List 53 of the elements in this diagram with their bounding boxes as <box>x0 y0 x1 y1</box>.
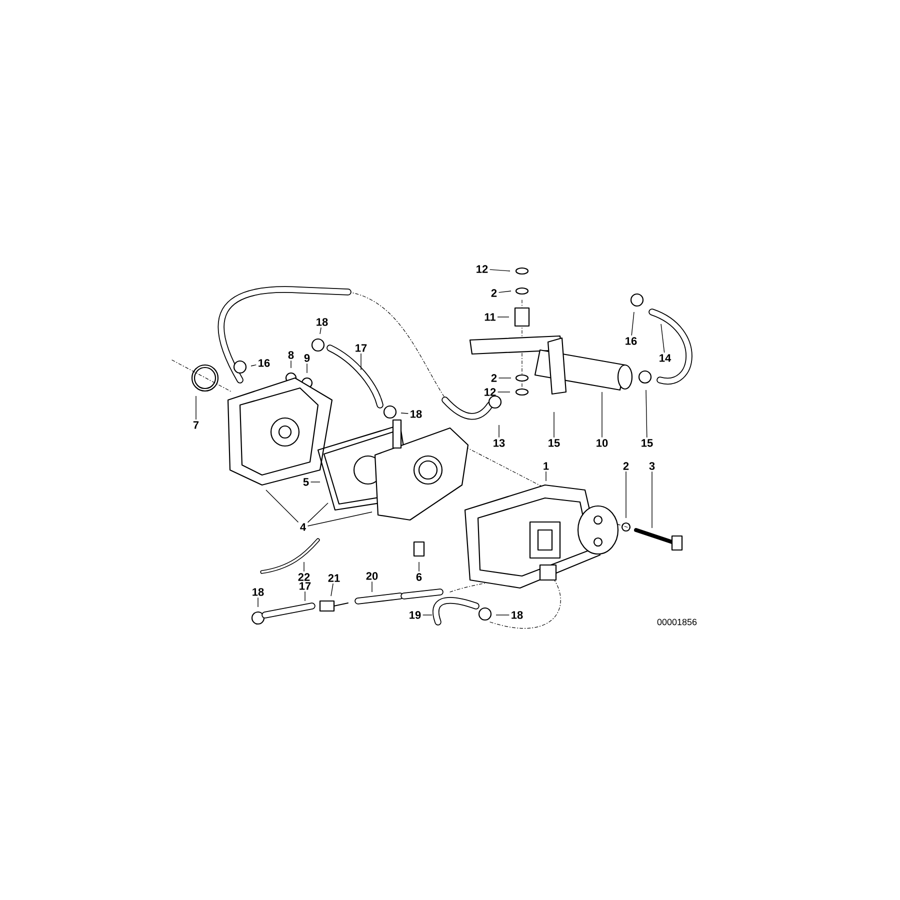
callout-number: 2 <box>491 374 497 382</box>
callout-number: 19 <box>410 611 421 619</box>
leader-line <box>489 269 510 272</box>
callout-number: 14 <box>660 354 672 362</box>
callout-number: 18 <box>252 588 264 596</box>
leader-line <box>422 614 432 616</box>
callout-number: 18 <box>512 611 523 619</box>
drawing-number: 00001856 <box>657 618 697 626</box>
leader-line <box>497 316 510 318</box>
leader-line <box>306 363 308 374</box>
callout-number: 15 <box>642 439 653 447</box>
callout-number: 8 <box>288 351 294 359</box>
callout-number: 22 <box>298 573 310 581</box>
callout-number: 12 <box>476 265 488 273</box>
callout-number: 18 <box>316 318 328 326</box>
callout-number: 2 <box>491 289 497 297</box>
leader-line <box>330 583 334 596</box>
leader-line <box>400 412 409 414</box>
callout-number: 20 <box>366 572 378 580</box>
leader-line <box>320 327 322 334</box>
leader-line <box>250 364 257 366</box>
leader-line <box>304 591 306 602</box>
leader-line <box>496 614 510 616</box>
callout-number: 9 <box>304 354 310 362</box>
callout-number: 21 <box>328 574 340 582</box>
callout-number: 16 <box>626 337 637 345</box>
callout-number: 3 <box>649 462 655 470</box>
callout-number: 16 <box>258 359 270 367</box>
callout-number: 18 <box>410 410 422 418</box>
leader-line <box>266 490 299 523</box>
leader-line <box>498 424 500 438</box>
leader-line <box>418 562 420 572</box>
callout-number: 6 <box>416 573 422 581</box>
leader-line <box>360 353 362 370</box>
leader-line <box>631 312 634 336</box>
callout-number: 2 <box>623 462 629 470</box>
callout-number: 12 <box>484 388 496 396</box>
callout-number: 7 <box>193 421 199 429</box>
callout-number: 10 <box>596 439 608 447</box>
callout-number: 13 <box>494 439 505 447</box>
leader-line <box>660 324 665 353</box>
callout-number: 17 <box>300 582 311 590</box>
callout-number: 4 <box>300 523 306 531</box>
callout-number: 15 <box>548 439 560 447</box>
callout-number: 17 <box>356 344 367 352</box>
leader-line <box>646 390 648 438</box>
leader-line <box>290 360 292 368</box>
callout-number: 5 <box>303 478 309 486</box>
callout-number: 1 <box>544 462 549 470</box>
leader-line <box>307 512 372 526</box>
callout-number: 11 <box>484 313 496 321</box>
leader-line <box>307 502 328 523</box>
leader-line <box>498 290 512 293</box>
